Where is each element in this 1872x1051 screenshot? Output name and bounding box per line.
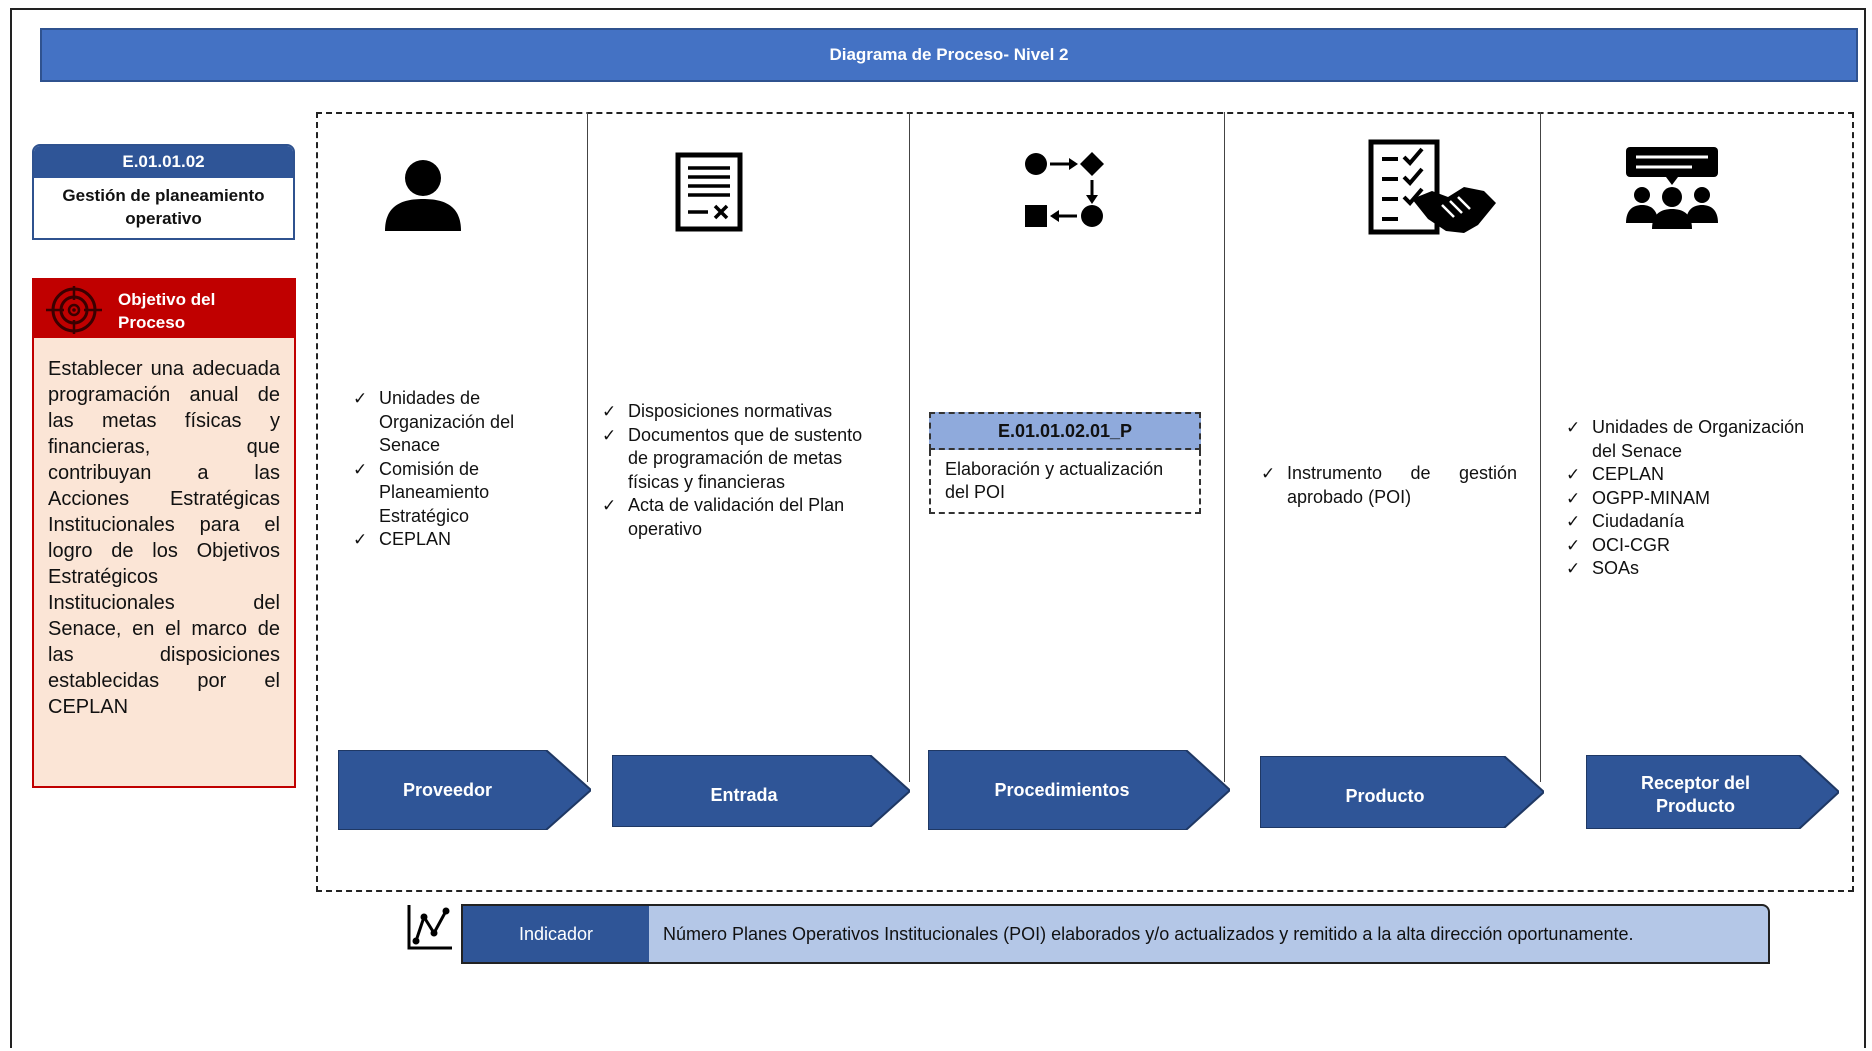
document-icon (675, 152, 743, 237)
procedure-name: Elaboración y actualización del POI (929, 450, 1201, 514)
entrada-list: Disposiciones normativas Documentos que … (602, 400, 882, 541)
process-code: E.01.01.02 (34, 146, 293, 178)
procedure-code: E.01.01.02.01_P (929, 412, 1201, 450)
column-divider (587, 112, 588, 782)
column-divider (1224, 112, 1225, 782)
column-divider (1540, 112, 1541, 782)
proveedor-arrow: Proveedor (338, 750, 591, 830)
checklist-handshake-icon (1368, 139, 1498, 242)
diagram-frame (10, 8, 1866, 1048)
process-name: Gestión de planeamiento operativo (62, 186, 265, 228)
list-item: Acta de validación del Plan operativo (602, 494, 882, 541)
proveedor-list: Unidades de Organización del Senace Comi… (353, 387, 543, 552)
procedimientos-arrow: Procedimientos (928, 750, 1230, 830)
objective-header: Objetivo del Proceso (34, 280, 294, 338)
column-divider (909, 112, 910, 782)
flow-icon (1023, 152, 1105, 233)
list-item: Ciudadanía (1566, 510, 1826, 534)
list-item: Unidades de Organización del Senace (353, 387, 543, 458)
objective-box: Objetivo del Proceso Establecer una adec… (32, 278, 296, 788)
audience-icon (1622, 147, 1722, 234)
sipoc-container (316, 112, 1854, 892)
person-icon (383, 159, 463, 236)
producto-list: Instrumento de gestión aprobado (POI) (1261, 462, 1517, 509)
list-item: OGPP-MINAM (1566, 487, 1826, 511)
producto-label: Producto (1345, 785, 1425, 806)
list-item: Disposiciones normativas (602, 400, 882, 424)
list-item: Instrumento de gestión aprobado (POI) (1261, 462, 1517, 509)
receptor-list: Unidades de Organización del Senace CEPL… (1566, 416, 1826, 581)
indicator-label: Indicador (463, 906, 649, 962)
list-item: Documentos que de sustento de programaci… (602, 424, 882, 495)
indicator-box: Indicador Número Planes Operativos Insti… (461, 904, 1770, 964)
list-item: OCI-CGR (1566, 534, 1826, 558)
target-icon (46, 286, 102, 334)
process-code-box: E.01.01.02 Gestión de planeamiento opera… (32, 144, 295, 240)
entrada-label: Entrada (710, 784, 778, 805)
diagram-title: Diagrama de Proceso- Nivel 2 (40, 28, 1858, 82)
receptor-label: Receptor del Producto (1640, 773, 1751, 816)
proveedor-label: Proveedor (402, 779, 493, 800)
procedimientos-label: Procedimientos (994, 779, 1130, 800)
list-item: Unidades de Organización del Senace (1566, 416, 1826, 463)
list-item: SOAs (1566, 557, 1826, 581)
indicator-text: Número Planes Operativos Institucionales… (663, 923, 1634, 944)
list-item: CEPLAN (1566, 463, 1826, 487)
list-item: CEPLAN (353, 528, 543, 552)
producto-arrow: Producto (1260, 756, 1544, 836)
receptor-arrow: Receptor del Producto (1586, 755, 1839, 835)
objective-title: Objetivo del Proceso (118, 290, 216, 332)
entrada-arrow: Entrada (612, 755, 910, 835)
list-item: Comisión de Planeamiento Estratégico (353, 458, 543, 529)
objective-text: Establecer una adecuada programación anu… (48, 358, 280, 718)
line-chart-icon (406, 903, 454, 956)
